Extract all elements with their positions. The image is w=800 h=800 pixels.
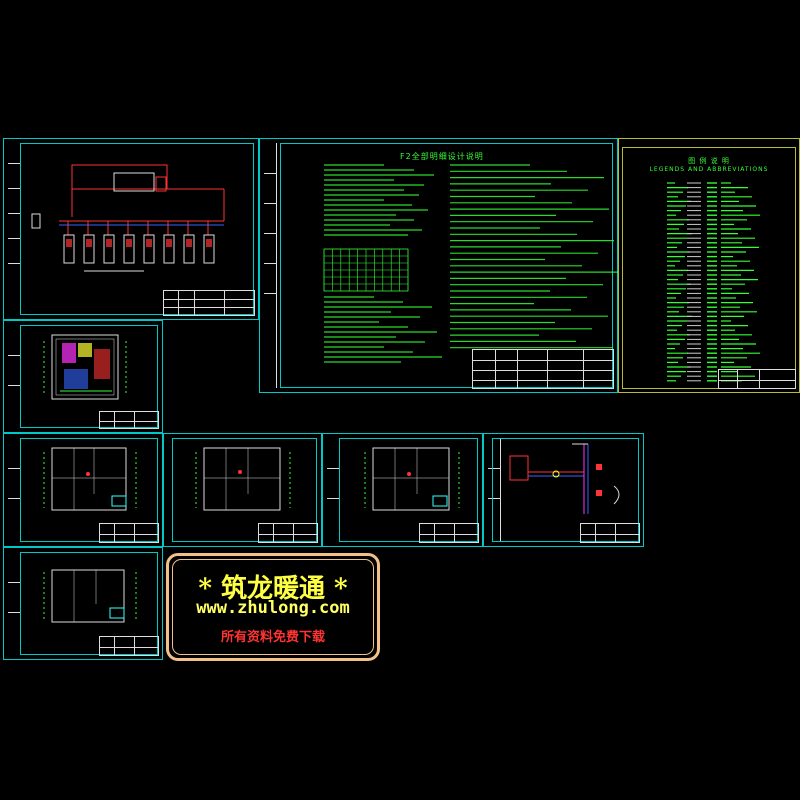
piping-graphic: [509, 443, 620, 514]
watermark-logo: * 筑龙暖通 * www.zhulong.com 所有资料免费下载: [166, 553, 380, 661]
sheet-floor-plan-2[interactable]: [163, 433, 322, 547]
logo-inner-border: [172, 559, 374, 655]
sheet-floor-plan-1[interactable]: [3, 433, 163, 547]
logo-url[interactable]: www.zhulong.com: [196, 598, 350, 618]
notes-text-graphic: [323, 164, 619, 363]
legend-title-en: LEGENDS AND ABBREVIATIONS: [649, 166, 769, 173]
title-block: [163, 290, 255, 316]
drawing-frame: [20, 325, 158, 428]
title-block: [419, 523, 479, 543]
legend-title-cn: 图 例 说 明: [688, 157, 730, 165]
drawing-frame: [622, 147, 796, 389]
plan-graphic: [43, 334, 127, 400]
drawing-frame: [492, 438, 639, 542]
title-block: [99, 411, 159, 429]
sheet-border-strip: [488, 438, 501, 542]
drawing-frame: [339, 438, 478, 542]
floor-plan-graphic: [43, 569, 137, 623]
title-block: [99, 523, 159, 543]
sheet-floor-plan-3[interactable]: [322, 433, 483, 547]
title-block: [580, 523, 640, 543]
logo-title: * 筑龙暖通 *: [198, 574, 348, 604]
sheet-design-notes[interactable]: F2全部明细设计说明: [259, 138, 619, 393]
title-block: [472, 349, 614, 389]
floor-plan-graphic: [364, 447, 460, 511]
sheet-floor-plan-4[interactable]: [3, 547, 163, 660]
sheet-legend[interactable]: 图 例 说 明 LEGENDS AND ABBREVIATIONS: [618, 138, 800, 393]
drawing-frame: [20, 552, 158, 655]
logo-subtitle: 所有资料免费下载: [220, 630, 325, 645]
notes-title: F2全部明细设计说明: [400, 152, 484, 161]
drawing-frame: [280, 143, 613, 388]
title-block: [258, 523, 318, 543]
sheet-piping-diagram[interactable]: [483, 433, 644, 547]
drawing-frame: [20, 143, 254, 315]
title-block: [718, 369, 796, 389]
floor-plan-graphic: [43, 447, 137, 511]
drawing-frame: [172, 438, 317, 542]
title-block: [99, 636, 159, 656]
floor-plan-graphic: [195, 447, 291, 511]
drawing-frame: [20, 438, 158, 542]
sheet-border-strip: [264, 143, 277, 388]
system-diagram-graphic: [31, 164, 225, 272]
sheet-system-diagram[interactable]: [3, 138, 259, 320]
legend-list-graphic: [667, 182, 760, 382]
sheet-plan-machine-room[interactable]: [3, 320, 163, 433]
